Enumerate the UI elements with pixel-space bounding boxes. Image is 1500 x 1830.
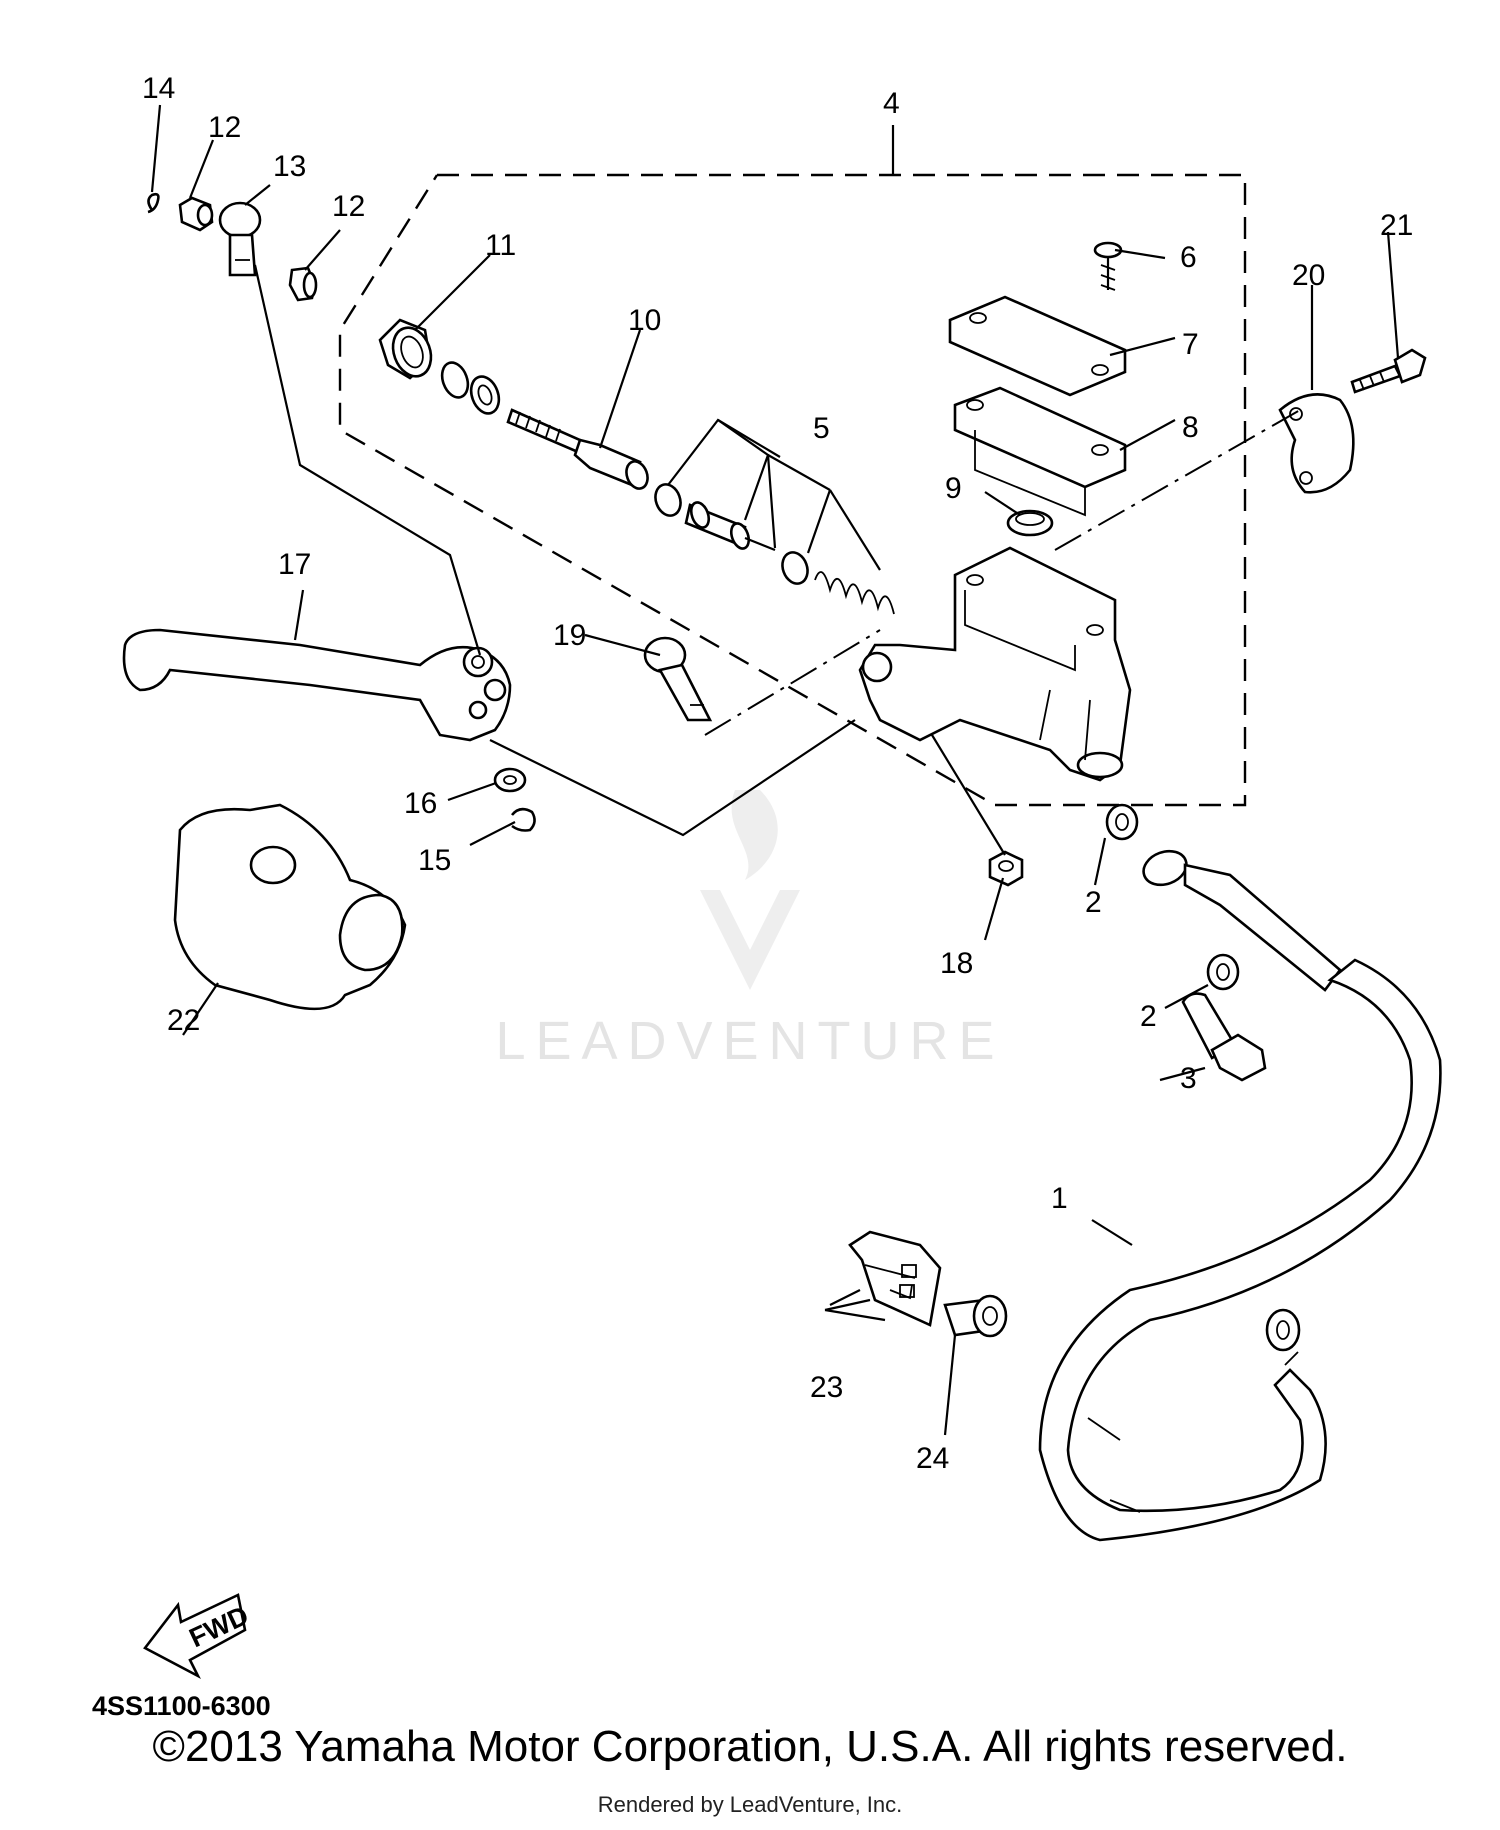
part-clamp-bolt[interactable] bbox=[1350, 348, 1427, 394]
label-part-6: 6 bbox=[1180, 241, 1197, 274]
part-union-bolt[interactable] bbox=[1181, 992, 1267, 1082]
label-part-9: 9 bbox=[945, 472, 962, 505]
rendered-by-note: Rendered by LeadVenture, Inc. bbox=[597, 1792, 903, 1817]
part-pivot-bolt[interactable] bbox=[218, 201, 262, 277]
part-washer[interactable] bbox=[493, 767, 527, 793]
part-master-cylinder-body[interactable] bbox=[858, 546, 1132, 782]
label-part-15: 15 bbox=[418, 844, 451, 877]
label-part-1: 1 bbox=[1051, 1182, 1068, 1215]
part-piston-seal[interactable] bbox=[778, 549, 811, 587]
part-collar[interactable] bbox=[288, 266, 318, 302]
label-part-12-left: 12 bbox=[208, 111, 241, 144]
part-circlip[interactable] bbox=[438, 359, 473, 401]
part-circlip-small[interactable] bbox=[510, 807, 536, 832]
label-part-14: 14 bbox=[142, 72, 175, 105]
part-push-rod[interactable] bbox=[506, 408, 651, 492]
label-part-19: 19 bbox=[553, 619, 586, 652]
part-copper-washer-lower[interactable] bbox=[1206, 953, 1240, 991]
part-nut[interactable] bbox=[178, 196, 214, 232]
label-part-10: 10 bbox=[628, 304, 661, 337]
part-piston[interactable] bbox=[684, 500, 776, 552]
assembly-lines bbox=[253, 264, 1301, 856]
label-part-7: 7 bbox=[1182, 328, 1199, 361]
label-part-2-lower: 2 bbox=[1140, 1000, 1157, 1033]
part-lever-clamp[interactable] bbox=[1278, 393, 1355, 494]
watermark-text: LEADVENTURE bbox=[495, 1011, 1005, 1071]
part-clutch-hose[interactable] bbox=[1038, 845, 1442, 1542]
part-diaphragm[interactable] bbox=[953, 386, 1127, 517]
part-washer-ring[interactable] bbox=[466, 373, 503, 418]
part-reservoir-cap[interactable] bbox=[948, 295, 1127, 397]
leader-lines bbox=[150, 104, 1400, 1436]
label-part-16: 16 bbox=[404, 787, 437, 820]
part-guide-bolt[interactable] bbox=[943, 1294, 1008, 1338]
label-part-8: 8 bbox=[1182, 411, 1199, 444]
part-clutch-lever[interactable] bbox=[122, 628, 512, 742]
part-copper-washer-upper[interactable] bbox=[1105, 803, 1139, 841]
label-part-21: 21 bbox=[1380, 209, 1413, 242]
watermark-logo-icon bbox=[700, 790, 800, 990]
label-part-18: 18 bbox=[940, 947, 973, 980]
label-part-23: 23 bbox=[810, 1371, 843, 1404]
diagram-code: 4SS1100-6300 bbox=[92, 1691, 271, 1721]
forward-arrow-icon: FWD bbox=[143, 1593, 253, 1680]
part-lever-bolt[interactable] bbox=[643, 636, 713, 722]
part-lever-cover[interactable] bbox=[173, 803, 407, 1011]
label-part-24: 24 bbox=[916, 1442, 949, 1475]
label-part-2-upper: 2 bbox=[1085, 886, 1102, 919]
label-part-3: 3 bbox=[1180, 1062, 1197, 1095]
copyright-notice: ©2013 Yamaha Motor Corporation, U.S.A. A… bbox=[152, 1722, 1348, 1771]
part-dust-boot[interactable] bbox=[378, 318, 437, 382]
label-part-20: 20 bbox=[1292, 259, 1325, 292]
part-spring[interactable] bbox=[814, 571, 895, 615]
part-hose-guide[interactable] bbox=[829, 1230, 942, 1327]
label-part-17: 17 bbox=[278, 548, 311, 581]
leader-5 bbox=[667, 418, 777, 549]
part-piston-cup[interactable] bbox=[651, 481, 684, 519]
label-part-4: 4 bbox=[883, 87, 900, 120]
part-diaphragm-plate[interactable] bbox=[1006, 509, 1054, 537]
label-part-5: 5 bbox=[813, 412, 830, 445]
part-clip[interactable] bbox=[147, 192, 160, 214]
label-part-11: 11 bbox=[485, 229, 516, 262]
label-part-13: 13 bbox=[273, 150, 306, 183]
assembly-boundary bbox=[338, 173, 1247, 807]
part-lever-nut[interactable] bbox=[988, 850, 1024, 887]
label-part-22: 22 bbox=[167, 1004, 200, 1037]
label-part-12-right: 12 bbox=[332, 190, 365, 223]
